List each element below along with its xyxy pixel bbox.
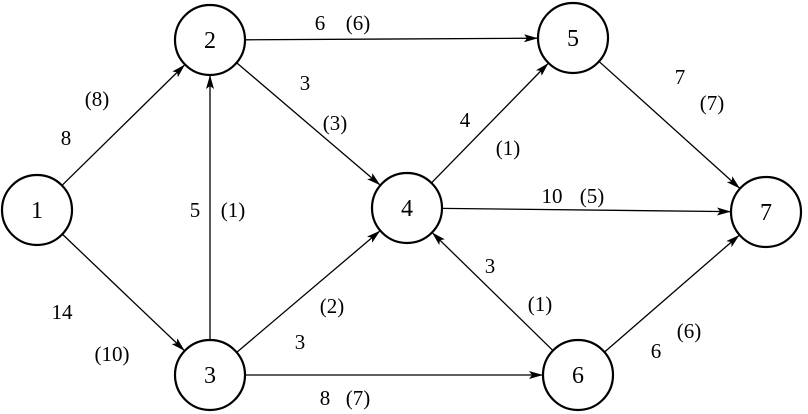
edge-capacity-label: 3 [300,71,311,95]
edge-capacity-label: 8 [320,386,331,410]
edge-1-3 [61,233,185,351]
edge-flow-label: (5) [580,184,605,208]
node-4: 4 [370,171,444,245]
edge-capacity-label: 5 [190,198,201,222]
node-label: 6 [572,363,584,389]
edge-flow-label: (8) [85,87,110,111]
edge-4-7 [441,207,732,216]
edge-flow-label: (1) [528,292,553,316]
edge-5-7 [598,60,741,189]
node-circle [0,173,74,247]
node-circle [173,3,247,77]
edge-capacity-label: 4 [460,108,471,132]
node-label: 4 [401,196,413,222]
edges-layer [61,34,741,379]
edge-flow-label: (10) [95,342,130,366]
edge-1-2 [61,64,186,186]
edge-capacity-label: 6 [651,339,662,363]
node-label: 1 [31,198,43,224]
edge-flow-label: (1) [221,198,246,222]
node-label: 3 [204,363,216,389]
node-6: 6 [541,338,615,412]
edge-capacity-label: 8 [61,126,72,150]
node-5: 5 [536,1,610,75]
edge-capacity-label: 3 [295,330,306,354]
node-1: 1 [0,173,74,247]
edge-flow-label: (7) [346,386,371,410]
node-7: 7 [729,175,803,249]
node-circle [729,175,803,249]
node-label: 7 [760,200,772,226]
edge-4-5 [430,63,549,184]
node-3: 3 [173,338,247,412]
node-circle [541,338,615,412]
node-label: 5 [567,26,579,52]
edge-2-5 [244,34,539,43]
edge-flow-label: (1) [496,136,521,160]
edge-capacity-label: 6 [315,11,326,35]
edge-flow-label: (2) [320,294,345,318]
edge-labels-layer: 8 (8) 14 (10) 6 (6) 3 (3) 5 (1) 3 (2) 8 (7) 4 (1) 10 (5) 3… [52,11,725,410]
node-label: 2 [204,28,216,54]
node-circle [173,338,247,412]
edge-capacity-label: 10 [542,184,563,208]
edge-flow-label: (3) [323,111,348,135]
edge-flow-label: (7) [700,91,725,115]
edge-3-4 [236,230,381,353]
node-2: 2 [173,3,247,77]
edge-flow-label: (6) [677,319,702,343]
edge-flow-label: (6) [346,11,371,35]
edge-capacity-label: 3 [485,254,496,278]
node-circle [370,171,444,245]
edge-capacity-label: 14 [52,300,74,324]
edge-capacity-label: 7 [675,65,686,89]
edge-6-7 [604,234,740,353]
edge-6-4 [432,232,554,352]
edge-2-4 [236,62,381,186]
node-circle [536,1,610,75]
